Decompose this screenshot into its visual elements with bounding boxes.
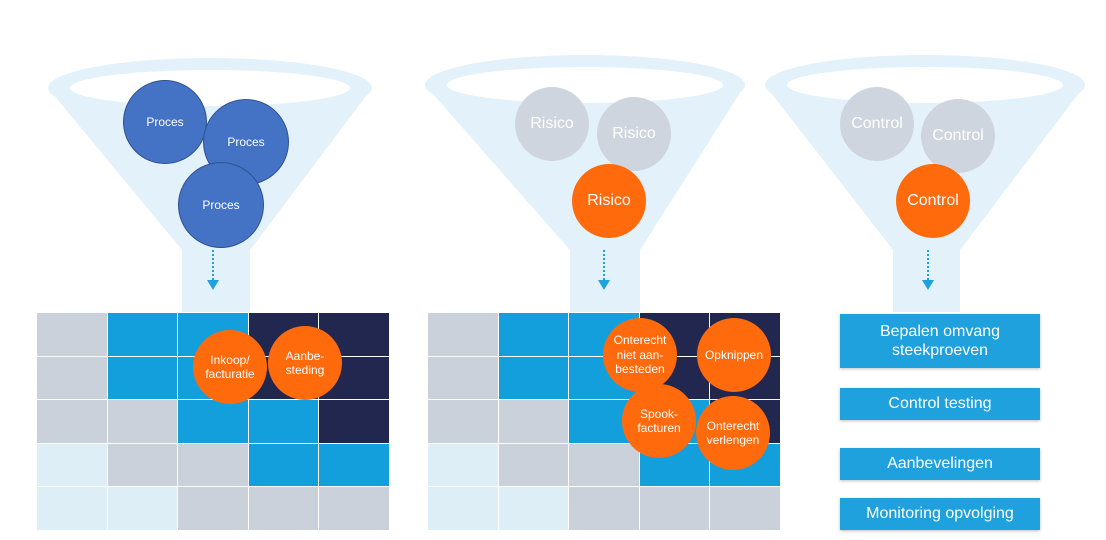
heatmap-cell [428,400,498,443]
heatmap-cell [107,443,178,487]
heatmap-cell [428,356,498,400]
heatmap-cell [37,487,107,530]
heatmap-cell [569,487,639,530]
proces-circle: Proces [178,162,264,248]
heatmap-cell [107,313,178,356]
down-arrow-icon [207,250,219,290]
control-circle-muted: Control [840,87,914,161]
heatmap-cell [428,487,498,530]
down-arrow-icon [598,250,610,290]
tag-onterecht-verlengen: Onterecht verlengen [696,396,770,470]
control-circle-muted: Control [921,99,995,173]
risico-circle-muted: Risico [515,87,589,161]
heatmap-cell [319,443,389,487]
heatmap-cell [498,487,569,530]
step-control-testing: Control testing [840,388,1040,420]
tag-aanbesteding: Aanbe- steding [268,326,342,400]
heatmap-cell [498,443,569,487]
heatmap-cell [248,487,319,530]
heatmap-cell [319,400,389,443]
down-arrow-icon [922,250,934,290]
step-aanbevelingen: Aanbevelingen [840,448,1040,480]
heatmap-cell [37,443,107,487]
heatmap-cell [178,487,248,530]
heatmap-cell [710,487,780,530]
heatmap-cell [428,443,498,487]
heatmap-cell [428,313,498,356]
heatmap-cell [37,356,107,400]
tag-opknippen: Opknippen [697,318,771,392]
heatmap-cell [498,313,569,356]
heatmap-cell [107,487,178,530]
heatmap-cell [498,356,569,400]
tag-inkoop-facturatie: Inkoop/ facturatie [193,330,267,404]
tag-spookfacturen: Spook- facturen [622,384,696,458]
tag-onterecht-niet-aanbesteden: Onterecht niet aan- besteden [603,318,677,392]
heatmap-cell [178,443,248,487]
heatmap-cell [107,356,178,400]
control-circle-highlight: Control [896,164,970,238]
heatmap-cell [248,400,319,443]
heatmap-cell [107,400,178,443]
step-bepalen-omvang: Bepalen omvang steekproeven [840,314,1040,368]
heatmap-cell [569,443,639,487]
heatmap-cell [248,443,319,487]
heatmap-cell [178,400,248,443]
risico-circle-highlight: Risico [572,164,646,238]
proces-circle: Proces [123,80,207,164]
heatmap-cell [37,400,107,443]
risico-circle-muted: Risico [597,97,671,171]
heatmap-cell [37,313,107,356]
heatmap-cell [498,400,569,443]
step-monitoring-opvolging: Monitoring opvolging [840,498,1040,530]
heatmap-cell [319,487,389,530]
heatmap-cell [639,487,710,530]
